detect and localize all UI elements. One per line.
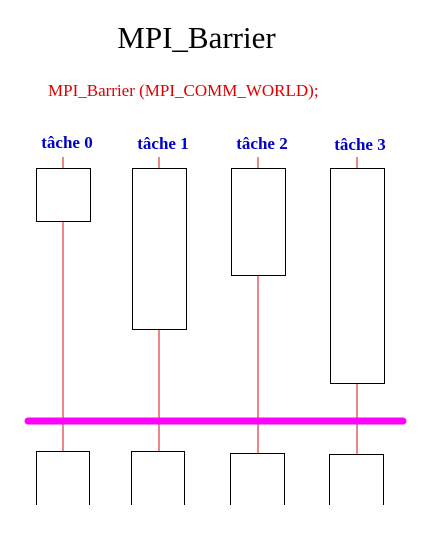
task-label-0: tâche 0	[41, 133, 92, 152]
post-barrier-box-task-3	[329, 454, 384, 505]
post-barrier-box-task-2	[230, 453, 285, 505]
post-barrier-box-task-0	[36, 451, 90, 505]
work-box-task-0	[36, 168, 91, 222]
work-box-task-3	[330, 168, 385, 384]
task-label-3: tâche 3	[334, 135, 385, 154]
diagram-title: MPI_Barrier	[117, 20, 276, 55]
post-barrier-box-task-1	[131, 451, 185, 505]
work-box-task-2	[231, 168, 286, 276]
work-box-task-1	[132, 168, 187, 330]
barrier-call-code: MPI_Barrier (MPI_COMM_WORLD);	[48, 81, 319, 100]
task-label-2: tâche 2	[236, 134, 287, 153]
task-label-1: tâche 1	[137, 134, 188, 153]
